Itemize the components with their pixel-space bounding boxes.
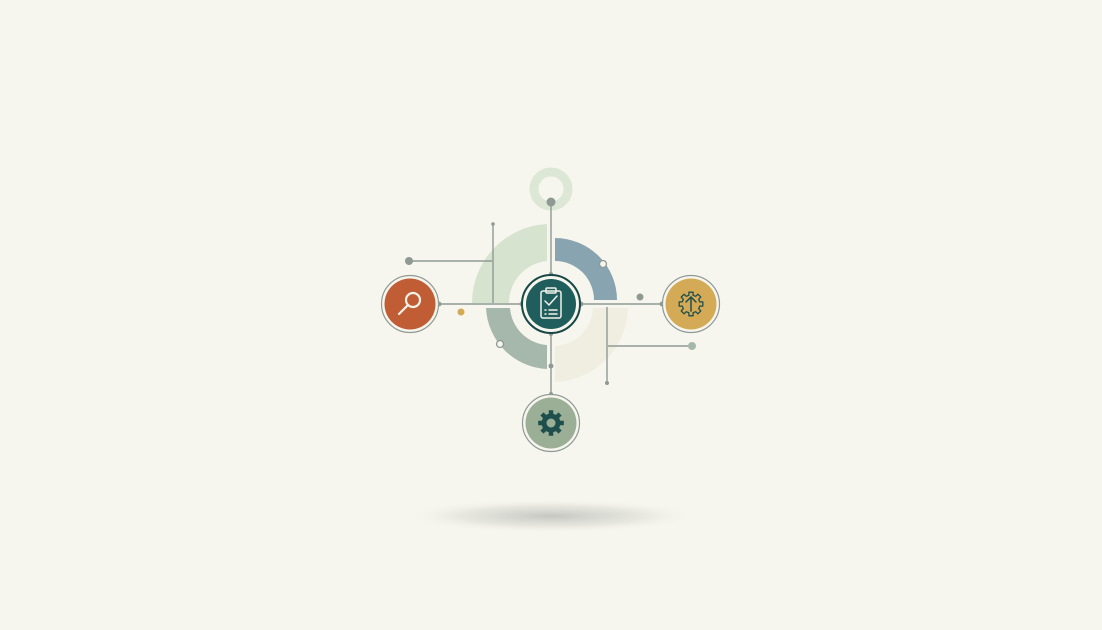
arc-segment-blue-gray bbox=[555, 238, 617, 300]
arc-segments bbox=[471, 224, 628, 382]
dot-lower-right-green bbox=[688, 342, 696, 350]
dot-top bbox=[546, 197, 556, 207]
gear-arrow-up-icon bbox=[678, 291, 704, 317]
search-node bbox=[380, 274, 440, 334]
dot-left-gold bbox=[457, 308, 465, 316]
dot-bottom-connector bbox=[548, 363, 554, 369]
settings-node bbox=[521, 393, 581, 453]
arc-segment-cream bbox=[555, 308, 628, 382]
dot-branch-top bbox=[491, 222, 495, 226]
arrow-up-glyph bbox=[685, 296, 697, 312]
upgrade-node bbox=[661, 274, 721, 334]
center-node-disc bbox=[526, 279, 576, 329]
dot-open-upper-right bbox=[598, 259, 608, 269]
dot-right-gray bbox=[636, 293, 644, 301]
upgrade-gear-outline bbox=[678, 291, 704, 317]
gear-icon bbox=[538, 410, 564, 436]
magnifier-icon bbox=[397, 291, 422, 316]
dot-open-lower-left bbox=[495, 339, 505, 349]
dot-upper-left bbox=[405, 257, 413, 265]
center-node bbox=[521, 274, 581, 334]
arc-segment-sage bbox=[486, 308, 547, 369]
arc-segment-light-green bbox=[471, 224, 547, 303]
clipboard-check-icon bbox=[540, 287, 562, 319]
gear-icon-hub bbox=[546, 418, 556, 428]
dot-branch-bottom bbox=[605, 381, 609, 385]
ground-shadow bbox=[401, 499, 701, 533]
search-node-disc bbox=[384, 278, 436, 330]
